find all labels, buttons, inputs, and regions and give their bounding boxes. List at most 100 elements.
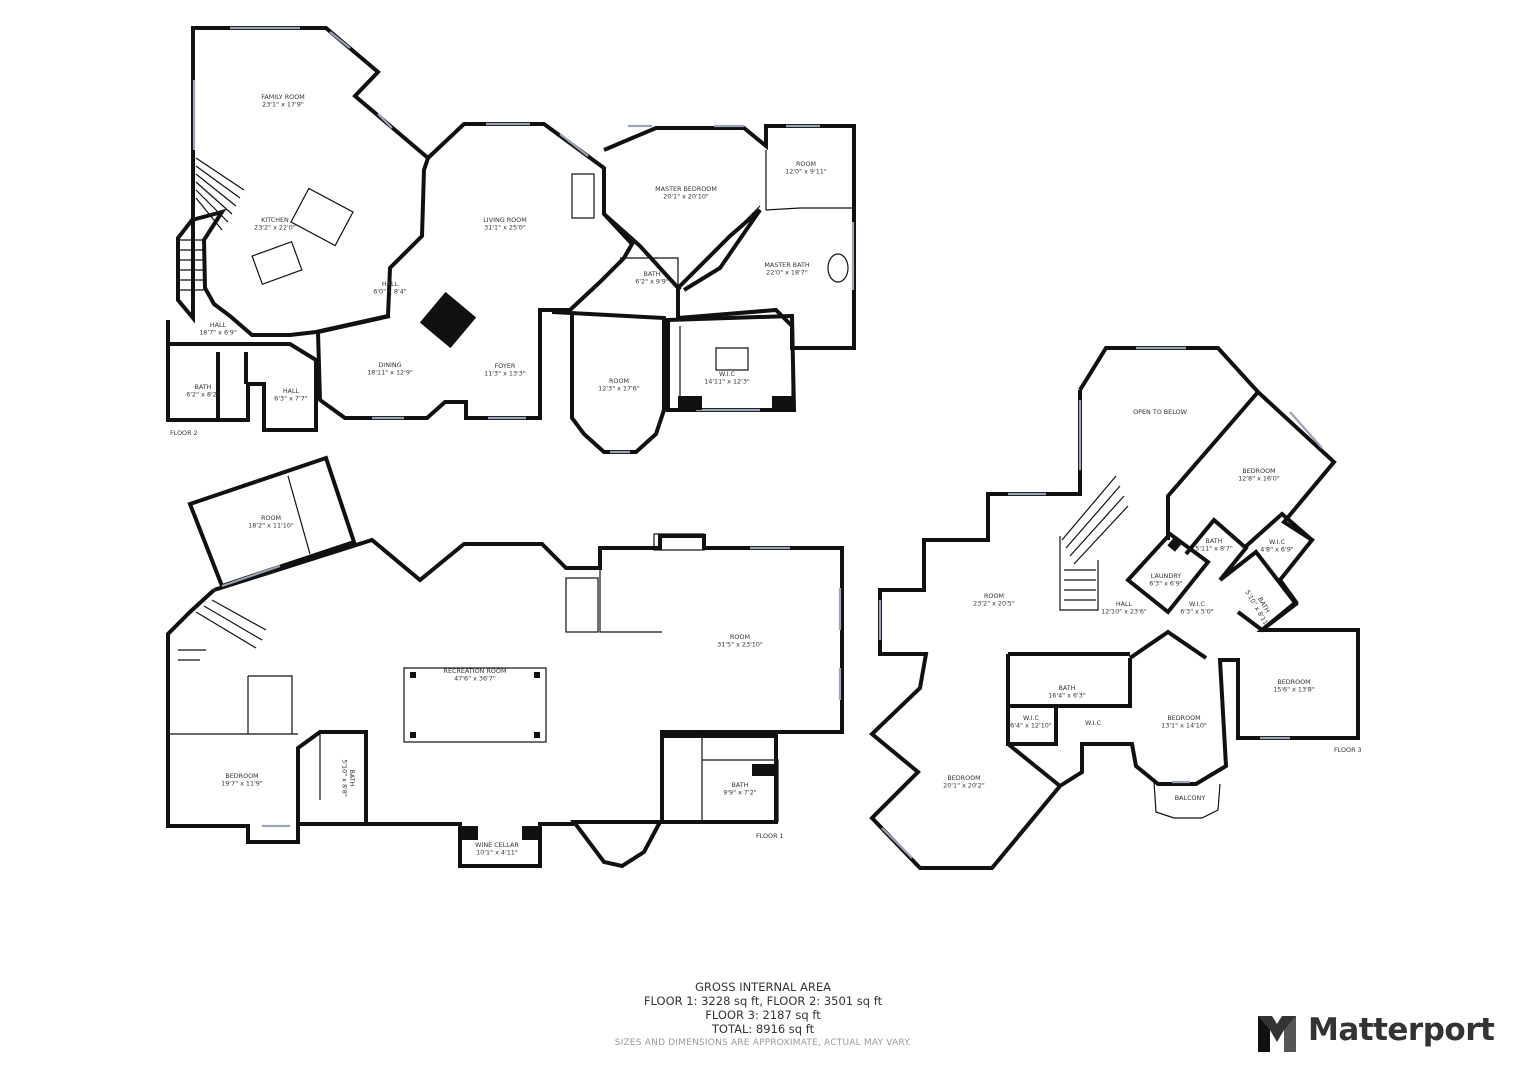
room-name: LAUNDRY — [1151, 572, 1181, 580]
room-dimensions: 15'6" x 13'8" — [1273, 686, 1315, 694]
room-dimensions: 6'3" x 5'0" — [1180, 608, 1214, 616]
room-dimensions: 4'8" x 6'9" — [1260, 546, 1294, 554]
room-name: BEDROOM — [1242, 467, 1275, 475]
room-dimensions: 6'4" x 12'10" — [1010, 722, 1052, 730]
room-name: DINING — [378, 361, 401, 369]
room-label: W.I.C14'11" x 12'3" — [704, 370, 750, 386]
room-dimensions: 31'1" x 25'0" — [484, 224, 526, 232]
room-dimensions: 13'1" x 14'10" — [1161, 722, 1207, 730]
room-name: RECREATION ROOM — [444, 667, 507, 675]
room-label: OPEN TO BELOW — [1133, 408, 1187, 416]
floor-1-windows — [221, 546, 842, 828]
room-name: W.I.C — [719, 370, 736, 378]
area-summary-line-1: FLOOR 1: 3228 sq ft, FLOOR 2: 3501 sq ft — [643, 994, 883, 1008]
room-dimensions: 20'1" x 20'10" — [663, 193, 709, 201]
wic-column-right — [772, 396, 792, 410]
room-dimensions: 6'3" x 7'7" — [274, 395, 308, 403]
room-dimensions: 20'1" x 20'2" — [943, 782, 985, 790]
room-label: W.I.C4'8" x 6'9" — [1260, 538, 1294, 554]
room-name: ROOM — [730, 633, 750, 641]
room-dimensions: 31'5" x 23'10" — [717, 641, 763, 649]
room-dimensions: 14'11" x 12'3" — [704, 378, 750, 386]
fireplace-living — [419, 291, 477, 349]
room-label: W.I.C — [1085, 719, 1102, 727]
laundry-appliance — [1167, 536, 1183, 552]
room-name: BALCONY — [1175, 794, 1206, 802]
floor-3-windows — [878, 346, 1323, 859]
room-dimensions: 23'2" x 22'0" — [254, 224, 296, 232]
matterport-logo-icon — [1258, 1016, 1296, 1052]
room-name: ROOM — [984, 592, 1004, 600]
room-dimensions: 47'6" x 36'7" — [454, 675, 496, 683]
room-dimensions: 23'1" x 17'9" — [262, 101, 304, 109]
master-bath-tub — [827, 253, 849, 283]
room-label: BALCONY — [1175, 794, 1206, 802]
bar-post-2 — [534, 672, 540, 678]
kitchen-counter-island — [251, 240, 303, 286]
room-dimensions: 11'3" x 13'3" — [484, 370, 526, 378]
room-dimensions: 5'10" x 8'8" — [341, 759, 349, 797]
bar-post-1 — [410, 672, 416, 678]
room-dimensions: 6'2" x 8'2" — [186, 391, 220, 399]
room-name: BATH — [732, 781, 749, 789]
room-name: ROOM — [261, 514, 281, 522]
room-name: FAMILY ROOM — [261, 93, 305, 101]
fireplace-room — [653, 533, 705, 551]
room-dimensions: 18'7" x 6'9" — [199, 329, 237, 337]
floor-2-staircase — [180, 157, 245, 291]
room-dimensions: 6'3" x 6'9" — [1149, 580, 1183, 588]
bar-post-4 — [534, 732, 540, 738]
room-dimensions: 19'7" x 11'9" — [221, 780, 263, 788]
room-name: W.I.C — [1085, 719, 1102, 727]
room-dimensions: 23'2" x 20'5" — [973, 600, 1015, 608]
wic-center-island — [715, 347, 749, 371]
room-name: LIVING ROOM — [483, 216, 526, 224]
room-dimensions: 12'8" x 16'0" — [1238, 475, 1280, 483]
room-name: HALL — [283, 387, 300, 395]
bath-vanity-block — [752, 764, 776, 776]
floor-1-staircase — [178, 599, 267, 661]
wine-cellar-rack-right — [522, 826, 540, 840]
matterport-logo-wordmark: Matterport — [1308, 1012, 1495, 1048]
room-name: BATH — [348, 770, 356, 787]
room-name: HALL — [382, 280, 399, 288]
area-summary-disclaimer: SIZES AND DIMENSIONS ARE APPROXIMATE, AC… — [614, 1038, 912, 1048]
floor-2-small-rooms-walls — [166, 320, 318, 432]
room-dimensions: 9'9" x 7'2" — [723, 789, 757, 797]
room-name: W.I.C — [1023, 714, 1040, 722]
floor-3-label: FLOOR 3 — [1334, 746, 1362, 754]
floor-2-room-wic-walls — [551, 310, 797, 454]
room-dimensions: 6'0" x 8'4" — [373, 288, 407, 296]
floor-2-windows — [192, 26, 855, 454]
room-dimensions: 5'11" x 8'7" — [1195, 545, 1233, 553]
room-name: BEDROOM — [1277, 678, 1310, 686]
floor-1-plan — [166, 455, 844, 869]
floor-2-master-inner-walls — [620, 150, 854, 411]
room-name: W.I.C — [1189, 600, 1206, 608]
room-name: W.I.C — [1269, 538, 1286, 546]
room-dimensions: 18'11" x 12'9" — [367, 369, 413, 377]
wic-column-left — [678, 396, 702, 410]
room-name: MASTER BEDROOM — [655, 185, 717, 193]
room-dimensions: 12'10" x 23'6" — [1101, 608, 1147, 616]
